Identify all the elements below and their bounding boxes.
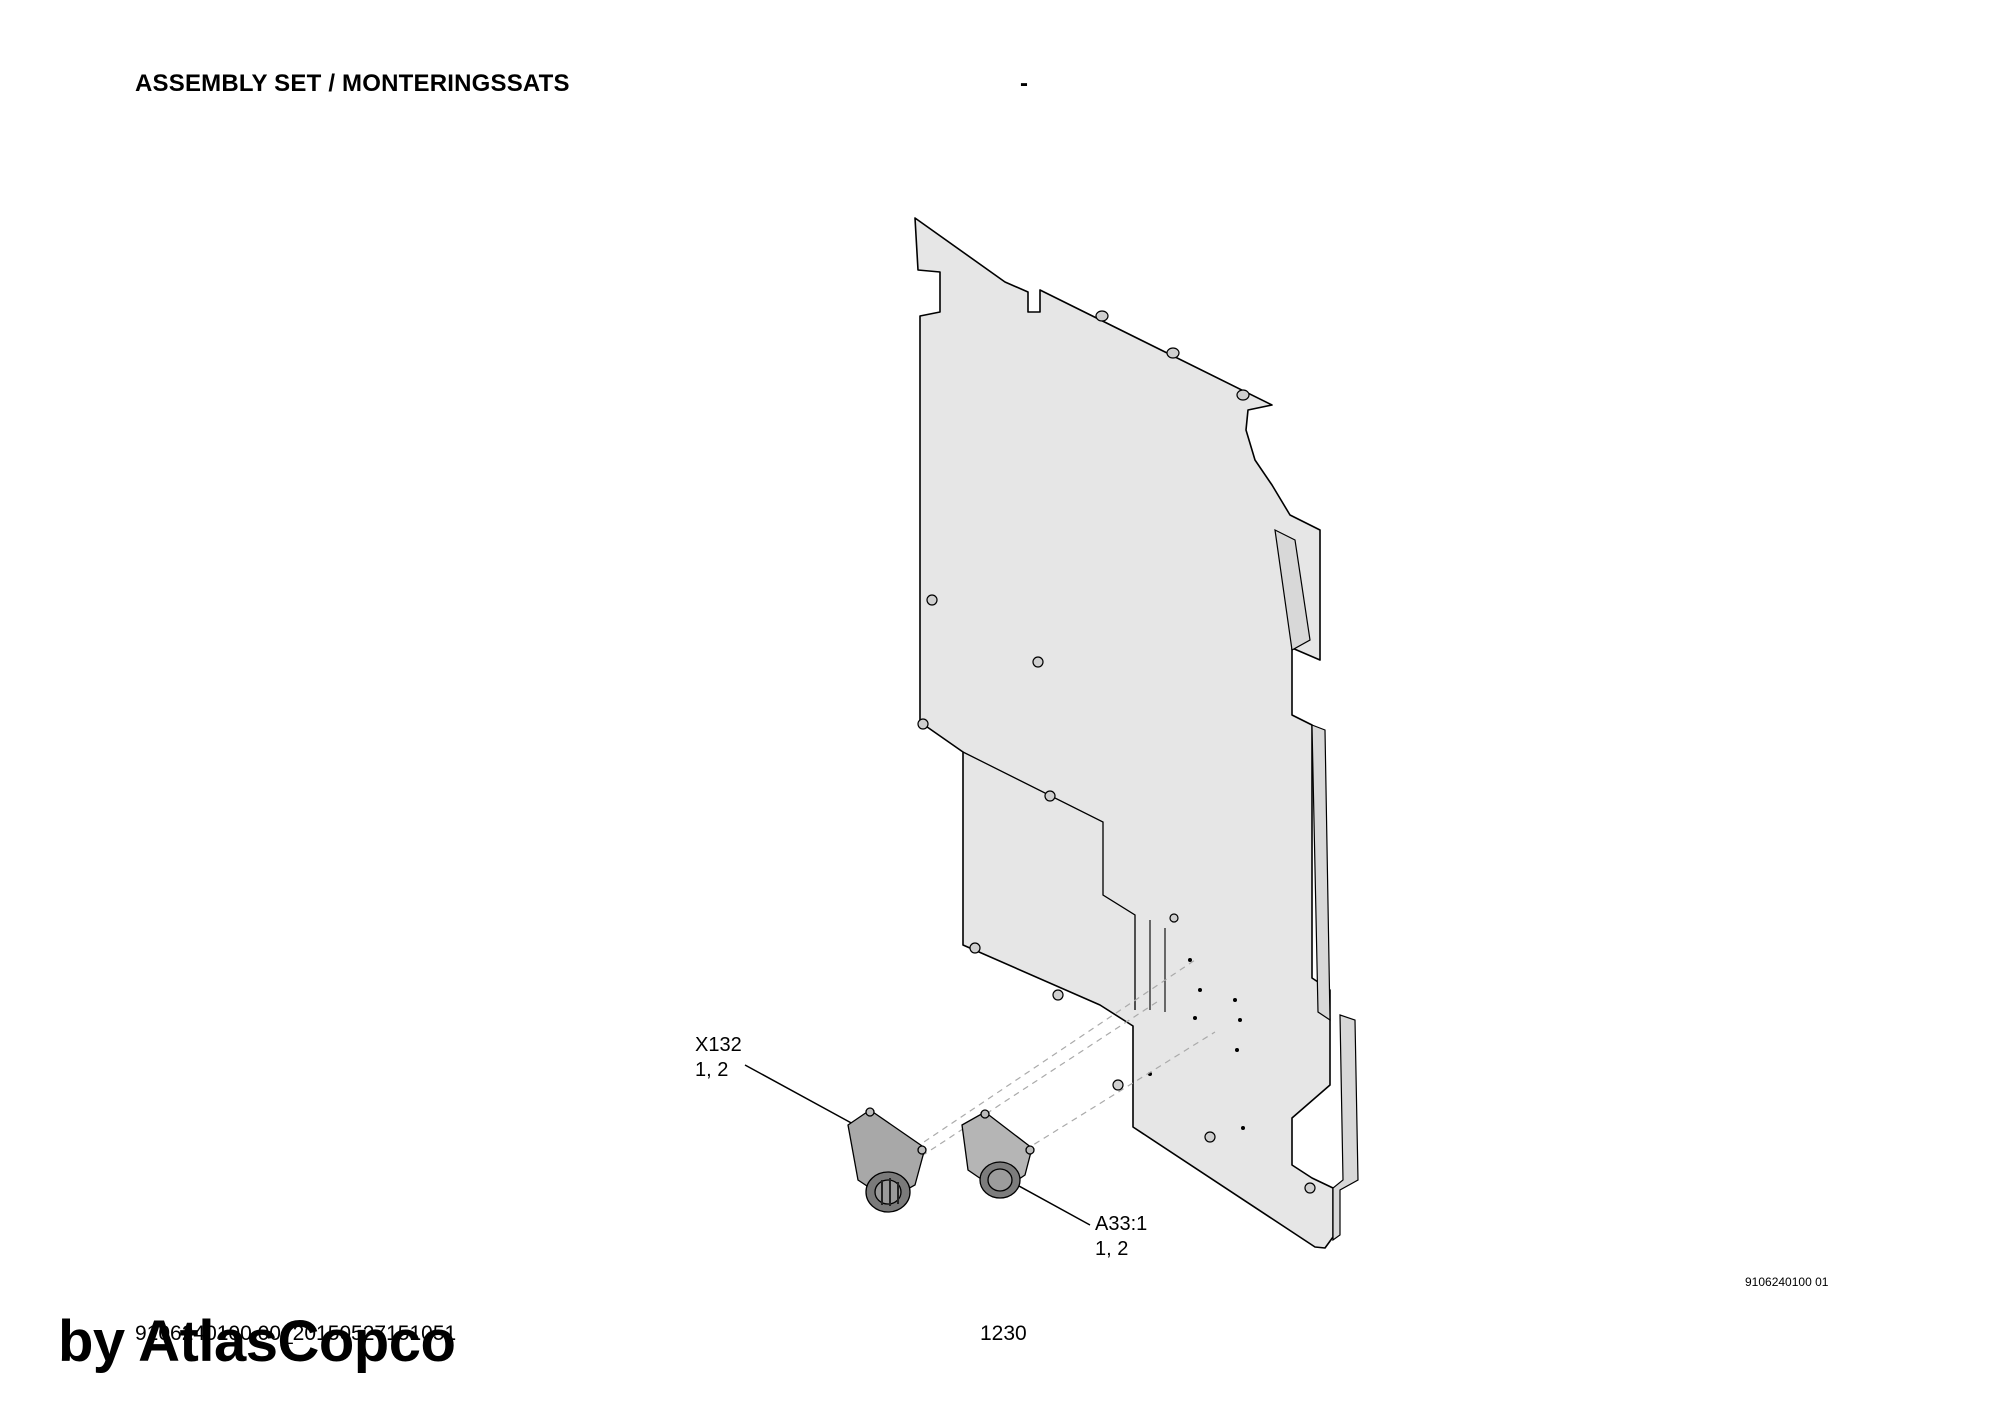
page-title: ASSEMBLY SET / MONTERINGSSATS [135, 70, 570, 97]
connector-x132 [847, 1107, 927, 1213]
right-flange-upper [1274, 528, 1311, 651]
page-number: 1230 [980, 1322, 1027, 1345]
callout-x132-ref: X132 [695, 1034, 742, 1056]
callout-a33-ref: A33:1 [1095, 1213, 1148, 1235]
connector-a33 [961, 1109, 1035, 1199]
panel-small-holes [1148, 958, 1245, 1130]
assembly-guide-line-2 [1024, 1031, 1216, 1151]
callout-a33: A33:1 1, 2 [1095, 1212, 1147, 1262]
drawing-number: 9106240100 01 [1745, 1275, 1829, 1289]
panel-step-line [962, 751, 1136, 1010]
assembly-guide-line-1 [914, 959, 1196, 1149]
right-flange-middle [1311, 724, 1331, 1022]
watermark: by AtlasCopco [58, 1309, 456, 1374]
callout-a33-items: 1, 2 [1095, 1238, 1129, 1260]
right-flange-lower [1332, 1014, 1359, 1242]
panel-slot [1149, 920, 1166, 1012]
panel-holes [917, 310, 1316, 1194]
callout-x132: X132 1, 2 [695, 1033, 742, 1083]
callout-x132-items: 1, 2 [695, 1059, 729, 1081]
title-dash: - [1020, 70, 1028, 97]
mounting-panel [914, 217, 1334, 1249]
leader-line-a33 [1007, 1179, 1091, 1226]
document-code: 9106240100 00_20150527151051 [135, 1322, 457, 1345]
leader-line-x132 [744, 1064, 856, 1126]
